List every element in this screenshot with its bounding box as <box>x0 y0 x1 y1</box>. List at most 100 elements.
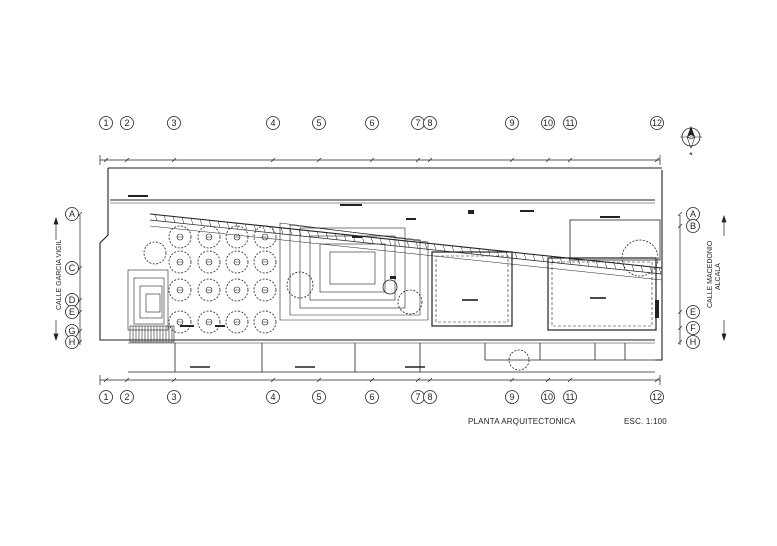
grid-col-bottom-bubble-5 <box>312 390 326 404</box>
grid-row-left-bubble-H <box>65 335 79 349</box>
grid-col-top-bubble-6 <box>365 116 379 130</box>
grid-col-top-label-1: 1 <box>103 118 108 128</box>
grid-row-right-bubble-H <box>686 335 700 349</box>
grid-row-left-bubble-A <box>65 207 79 221</box>
grid-col-bottom-label-6: 6 <box>369 392 374 402</box>
large-trees <box>143 239 659 371</box>
tree-symbol <box>225 225 249 249</box>
grid-col-bottom-label-10: 10 <box>543 392 553 402</box>
diagonal-ramp <box>149 213 663 281</box>
grid-col-top-label-6: 6 <box>369 118 374 128</box>
grid-col-bottom-bubble-8 <box>423 390 437 404</box>
grid-col-top-bubble-3 <box>167 116 181 130</box>
grid-col-bottom-bubble-2 <box>120 390 134 404</box>
tree-symbol <box>168 278 192 302</box>
annotation-marks <box>128 195 659 327</box>
interior-rooms <box>431 219 661 331</box>
grid-col-bottom-label-5: 5 <box>316 392 321 402</box>
grid-col-bottom-label-2: 2 <box>124 392 129 402</box>
tree-symbol <box>225 310 249 334</box>
grid-col-top-label-8: 8 <box>427 118 432 128</box>
left-garden-steps <box>127 269 169 331</box>
tree-symbol <box>168 250 192 274</box>
tree-symbol <box>197 310 221 334</box>
tree-symbol <box>253 310 277 334</box>
grid-col-bottom-label-1: 1 <box>103 392 108 402</box>
tree-symbol <box>225 278 249 302</box>
grid-col-bottom-label-8: 8 <box>427 392 432 402</box>
site-boundary <box>99 167 663 373</box>
grid-col-bottom-label-3: 3 <box>171 392 176 402</box>
grid-col-top-bubble-11 <box>563 116 577 130</box>
tree-symbol <box>197 225 221 249</box>
grid-row-left-label-E: E <box>69 307 75 317</box>
tree-symbol <box>197 250 221 274</box>
grid-row-left-label-H: H <box>69 337 76 347</box>
grid-col-bottom-bubble-1 <box>99 390 113 404</box>
grid-row-right-bubble-F <box>686 321 700 335</box>
grid-col-top-label-5: 5 <box>316 118 321 128</box>
grid-col-bottom-bubble-9 <box>505 390 519 404</box>
grid-col-bottom-bubble-3 <box>167 390 181 404</box>
grid-col-bottom-label-4: 4 <box>270 392 275 402</box>
grid-col-top-label-10: 10 <box>543 118 553 128</box>
tree-symbol <box>225 250 249 274</box>
grid-col-top-label-4: 4 <box>270 118 275 128</box>
grid-row-right-bubble-B <box>686 219 700 233</box>
street-label-left: CALLE GARCIA VIGIL <box>56 239 63 310</box>
staircase <box>129 325 175 343</box>
grid-col-top-label-3: 3 <box>171 118 176 128</box>
grid-col-top-bubble-9 <box>505 116 519 130</box>
grid-col-top-bubble-2 <box>120 116 134 130</box>
grid-row-left-label-C: C <box>69 263 76 273</box>
grid-col-bottom-label-11: 11 <box>565 392 574 402</box>
north-arrow-icon: N <box>680 126 702 156</box>
tree-symbol <box>253 225 277 249</box>
grid-row-left-label-A: A <box>69 209 75 219</box>
tree-symbol <box>253 250 277 274</box>
grid-row-right-bubble-E <box>686 305 700 319</box>
street-arrows <box>53 214 727 342</box>
street-label-right-line2: ALCALA <box>715 263 722 290</box>
drawing-title: PLANTA ARQUITECTONICA <box>468 417 576 426</box>
grid-col-top-bubble-12 <box>650 116 664 130</box>
grid-col-bottom-bubble-11 <box>563 390 577 404</box>
grid-col-bottom-label-7: 7 <box>415 392 420 402</box>
lower-rooms <box>174 343 655 372</box>
grid-row-right-label-H: H <box>690 337 697 347</box>
grid-col-bottom-label-9: 9 <box>509 392 514 402</box>
grid-col-bottom-bubble-6 <box>365 390 379 404</box>
north-label: N <box>690 151 693 156</box>
grid-col-top-label-11: 11 <box>565 118 574 128</box>
grid-col-bottom-label-12: 12 <box>652 392 662 402</box>
grid-col-top-label-9: 9 <box>509 118 514 128</box>
tree-symbol <box>253 278 277 302</box>
grid-row-right-label-A: A <box>690 209 696 219</box>
grid-col-top-label-12: 12 <box>652 118 662 128</box>
grid-col-top-bubble-4 <box>266 116 280 130</box>
grid-col-top-bubble-8 <box>423 116 437 130</box>
grid-row-left-label-D: D <box>69 295 76 305</box>
grid-col-top-label-7: 7 <box>415 118 420 128</box>
grid-row-right-label-B: B <box>690 221 696 231</box>
tree-plantings <box>168 225 277 334</box>
drawing-scale: ESC. 1:100 <box>624 417 667 426</box>
street-label-right-line1: CALLE MACEDONIO <box>707 240 714 308</box>
tree-symbol <box>168 225 192 249</box>
tree-symbol <box>168 310 192 334</box>
grid-col-top-label-2: 2 <box>124 118 129 128</box>
grid-row-left-bubble-C <box>65 261 79 275</box>
grid-row-left-bubble-E <box>65 305 79 319</box>
dimension-ticks <box>77 157 683 383</box>
grid-col-top-bubble-10 <box>541 116 555 130</box>
grid-col-bottom-bubble-12 <box>650 390 664 404</box>
dimension-lines <box>79 155 681 385</box>
tree-symbol <box>197 278 221 302</box>
grid-col-top-bubble-5 <box>312 116 326 130</box>
grid-row-left-label-G: G <box>68 326 75 336</box>
